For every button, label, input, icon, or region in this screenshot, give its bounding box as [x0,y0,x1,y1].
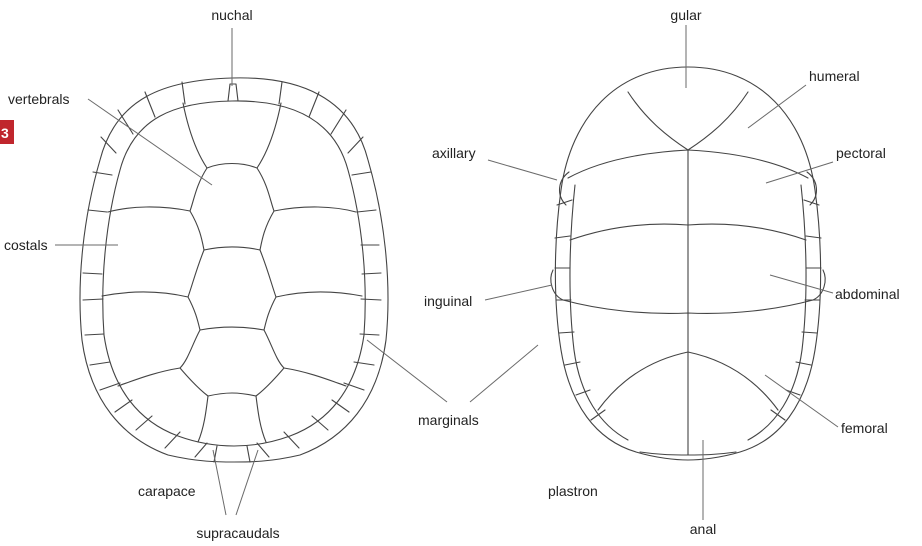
plastron-title: plastron [548,483,598,499]
nuchal-scute [228,84,238,101]
label-marginals: marginals [418,412,479,428]
label-supracaudals: supracaudals [196,525,279,541]
left-marginal-dividers [555,200,605,420]
carapace-labels: nuchal vertebrals costals marginals supr… [4,7,479,541]
vertebral-2 [190,168,274,250]
label-gular: gular [670,7,701,23]
right-marginal-dividers [771,200,821,420]
plastron-drawing [551,67,825,460]
label-axillary: axillary [432,145,476,161]
label-costals: costals [4,237,48,253]
vertebral-5 [198,396,266,442]
carapace-title: carapace [138,483,196,499]
vertebral-4 [180,330,284,396]
label-femoral: femoral [841,420,888,436]
carapace-drawing [80,78,388,462]
figure-number: 3 [1,125,9,141]
vertebral-3 [188,250,276,330]
gular-scute [628,92,748,150]
carapace-inner-outline [103,101,365,446]
inguinal-scute-right [813,270,825,300]
label-inguinal: inguinal [424,293,472,309]
label-anal: anal [690,521,716,537]
label-vertebrals: vertebrals [8,91,69,107]
label-nuchal: nuchal [211,7,252,23]
label-abdominal: abdominal [835,286,900,302]
figure-number-badge: 3 [0,120,14,144]
inguinal-scute-left [551,270,563,300]
label-pectoral: pectoral [836,145,886,161]
vertebral-1 [183,103,281,168]
plastron-leader-lines [470,25,838,520]
label-humeral: humeral [809,68,860,84]
